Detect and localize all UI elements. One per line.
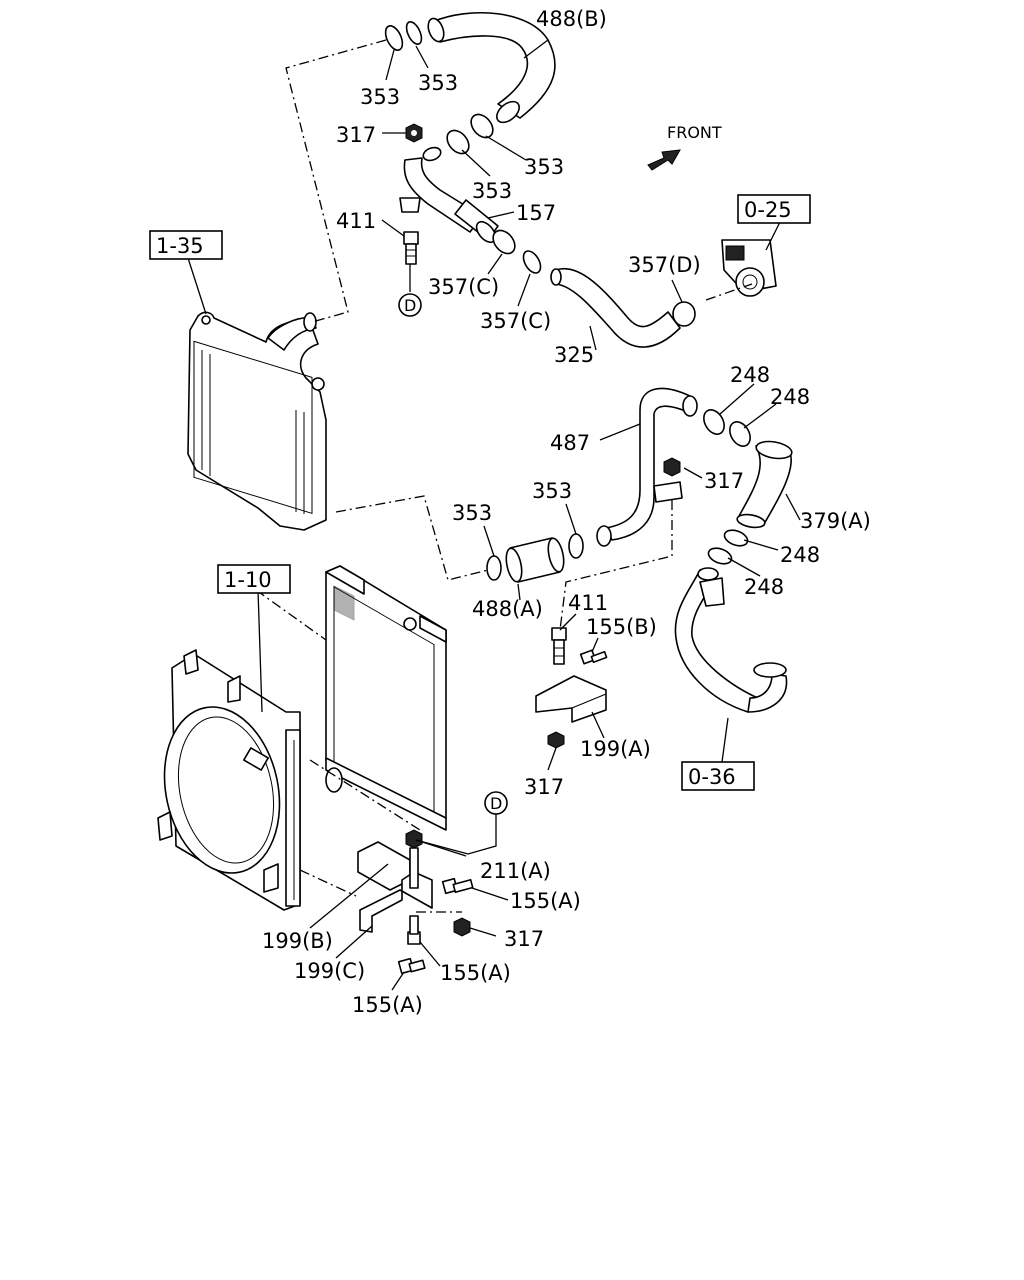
callout-487: 487	[550, 431, 590, 455]
hose-325	[550, 267, 681, 348]
clamps-357c	[492, 229, 542, 274]
callout-155a: 155(A)	[510, 889, 581, 913]
nut-317-bottom	[453, 917, 471, 937]
svg-text:1-35: 1-35	[156, 234, 204, 258]
ref-box-1-10: 1-10	[217, 564, 291, 594]
callout-353: 353	[532, 479, 572, 503]
leader-lines	[187, 39, 801, 991]
ref-box-0-36: 0-36	[681, 761, 755, 791]
hose-487	[596, 387, 698, 547]
clamp-357d	[672, 301, 696, 327]
callout-357d: 357(D)	[628, 253, 701, 277]
front-direction-indicator: FRONT	[647, 123, 722, 171]
callout-379a: 379(A)	[800, 509, 871, 533]
callout-labels: 488(B) 353 353 317 353 353 411 157 357(C…	[262, 7, 871, 1017]
pipe-157	[399, 146, 499, 244]
bracket-199a	[535, 675, 607, 723]
callout-157: 157	[516, 201, 556, 225]
callout-488b: 488(B)	[536, 7, 607, 31]
marker-d-bottom-label: D	[490, 794, 502, 813]
bolt-155b	[579, 649, 608, 665]
svg-text:0-36: 0-36	[688, 765, 736, 789]
nut-317-lower	[547, 731, 565, 749]
pipe-0-36	[674, 567, 788, 713]
callout-248: 248	[770, 385, 810, 409]
callout-357c: 357(C)	[480, 309, 551, 333]
callout-248: 248	[780, 543, 820, 567]
callout-325: 325	[554, 343, 594, 367]
front-label: FRONT	[667, 123, 722, 142]
callout-248: 248	[744, 575, 784, 599]
svg-text:0-25: 0-25	[744, 198, 792, 222]
lower-brackets	[357, 829, 433, 933]
ref-box-1-35: 1-35	[149, 230, 223, 260]
clamps-248	[703, 409, 751, 565]
callout-317: 317	[704, 469, 744, 493]
nut-317-mid	[663, 457, 681, 477]
callout-155a: 155(A)	[440, 961, 511, 985]
bolt-411-top	[403, 231, 419, 265]
callout-199b: 199(B)	[262, 929, 333, 953]
hose-488b	[427, 12, 556, 124]
callout-353: 353	[360, 85, 400, 109]
callout-353: 353	[524, 155, 564, 179]
nut-317-top	[405, 123, 423, 143]
callout-411: 411	[336, 209, 376, 233]
radiator	[325, 565, 447, 831]
callout-199c: 199(C)	[294, 959, 365, 983]
marker-d-top: D	[398, 264, 422, 317]
callout-199a: 199(A)	[580, 737, 651, 761]
callout-357c: 357(C)	[428, 275, 499, 299]
front-arrow-icon	[647, 149, 681, 171]
callout-317: 317	[336, 123, 376, 147]
ref-box-0-25: 0-25	[737, 194, 811, 224]
callout-488a: 488(A)	[472, 597, 543, 621]
hose-379a	[736, 440, 793, 529]
marker-d-top-label: D	[404, 296, 416, 315]
callout-353: 353	[418, 71, 458, 95]
callout-353: 353	[472, 179, 512, 203]
bolt-411-lower	[551, 627, 567, 665]
clamps-353-top	[384, 21, 494, 155]
hose-488a	[505, 537, 565, 583]
callout-411: 411	[568, 591, 608, 615]
throttle-assembly	[721, 239, 777, 297]
intercooler-1-35	[187, 311, 327, 531]
callout-317: 317	[504, 927, 544, 951]
marker-d-bottom: D	[484, 791, 508, 815]
callout-248: 248	[730, 363, 770, 387]
callout-317: 317	[524, 775, 564, 799]
callout-155b: 155(B)	[586, 615, 657, 639]
clamps-353-mid	[486, 533, 584, 581]
callout-211a: 211(A)	[480, 859, 551, 883]
callout-353: 353	[452, 501, 492, 525]
callout-155a: 155(A)	[352, 993, 423, 1017]
bolts-155a	[397, 877, 474, 975]
fan-shroud	[157, 649, 301, 911]
svg-text:1-10: 1-10	[224, 568, 272, 592]
